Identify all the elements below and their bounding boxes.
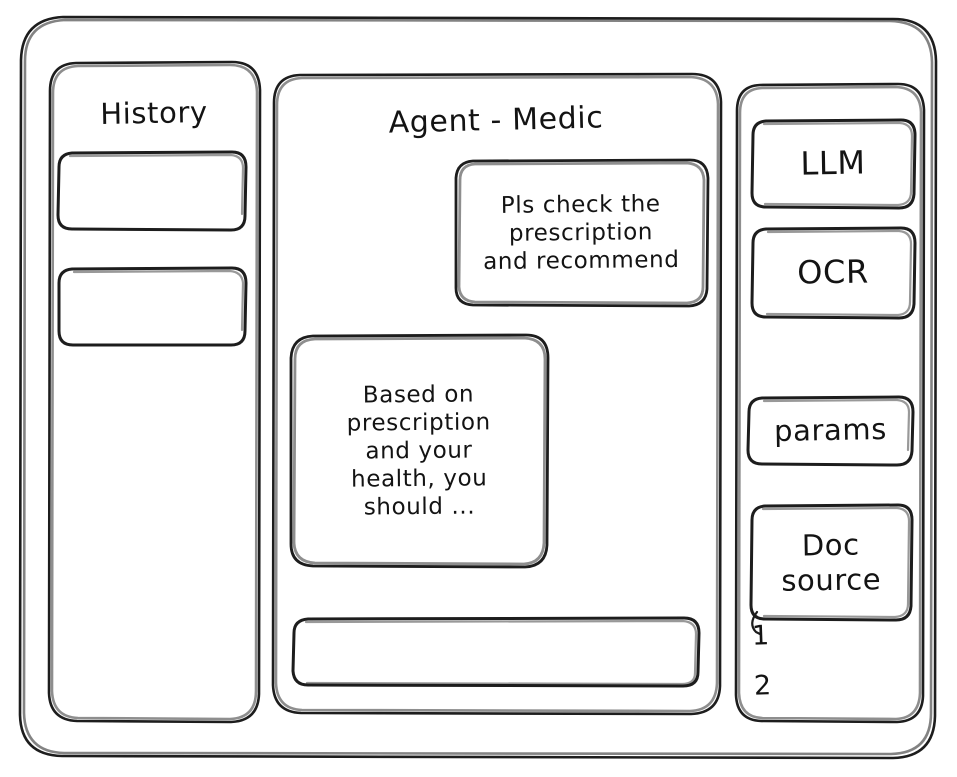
history-item-1[interactable] [58, 268, 246, 346]
tool-params-label: params [773, 412, 888, 449]
tool-llm-label: LLM [800, 143, 866, 184]
history-panel-title: History [99, 95, 208, 132]
history-item-0[interactable] [58, 152, 246, 230]
message-input[interactable] [293, 618, 699, 686]
doc-source-label: Doc source [781, 527, 882, 598]
doc-source-item-2[interactable]: 2 [753, 669, 773, 702]
doc-source-item-1[interactable]: 1 [751, 619, 771, 652]
user-message-text: Pls check the prescription and recommend [482, 191, 680, 276]
tool-ocr-label: OCR [796, 252, 870, 292]
assistant-message-text: Based on prescription and your health, y… [346, 381, 491, 521]
